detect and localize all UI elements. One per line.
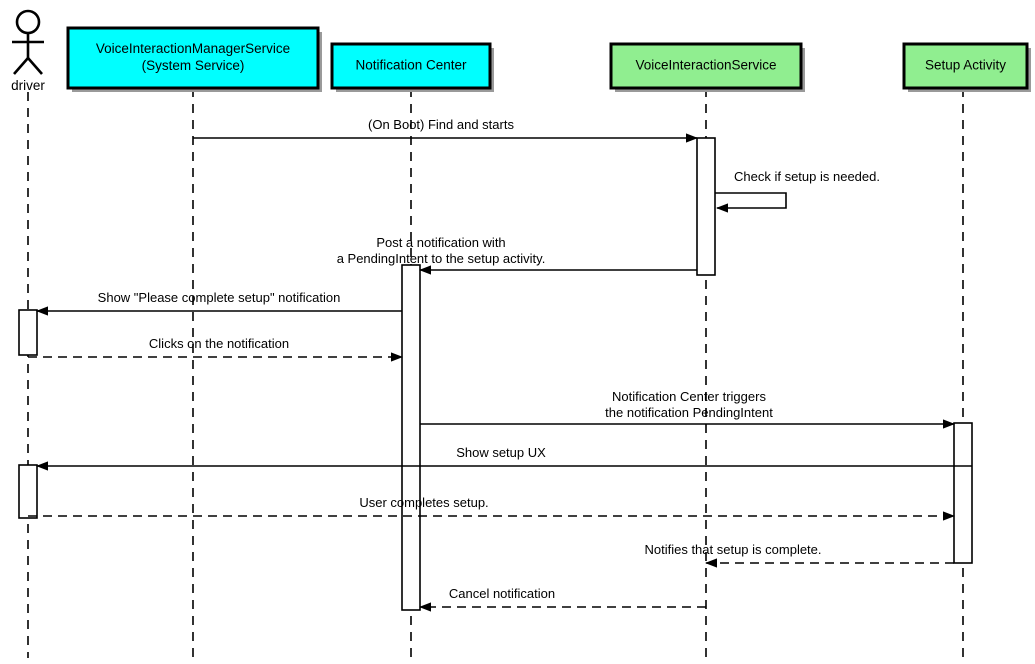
message-label-1: (On Boot) Find and starts	[368, 117, 514, 132]
activation-bar-driver	[18, 464, 38, 519]
participant-box-fill	[330, 42, 492, 90]
message-label-7: Show setup UX	[456, 445, 546, 460]
participant-label-notif: Notification Center	[355, 58, 467, 73]
actor-leg-right-icon	[27, 57, 43, 75]
message-5[interactable]: Clicks on the notification	[28, 336, 403, 362]
message-4[interactable]: Show "Please complete setup" notificatio…	[36, 290, 402, 316]
participant-label-driver: driver	[11, 78, 45, 93]
participant-box-vis[interactable]: VoiceInteractionService	[609, 42, 805, 92]
participant-box-setup[interactable]: Setup Activity	[902, 42, 1031, 92]
participant-box-notif[interactable]: Notification Center	[330, 42, 494, 92]
activation-bar-setup	[953, 422, 973, 564]
lifelines-layer	[27, 88, 964, 658]
participant-box-fill	[66, 26, 320, 90]
activation-bar-vis	[696, 137, 716, 276]
message-7[interactable]: Show setup UX	[36, 445, 972, 471]
message-1[interactable]: (On Boot) Find and starts	[193, 117, 698, 143]
message-label-2: Check if setup is needed.	[734, 169, 880, 184]
participant-label-vims-line-0: VoiceInteractionManagerService	[96, 41, 290, 56]
participant-box-fill	[609, 42, 803, 90]
participant-actor-driver[interactable]: driver	[11, 9, 45, 93]
message-label-3-line-1: a PendingIntent to the setup activity.	[337, 251, 546, 266]
activation-bar-driver	[18, 309, 38, 356]
actor-leg-left-icon	[13, 57, 29, 75]
message-label-6-line-0: Notification Center triggers	[612, 389, 766, 404]
participant-heads-layer: driver VoiceInteractionManagerService (Sys…	[11, 9, 1031, 93]
message-label-10: Cancel notification	[449, 586, 555, 601]
participant-box-vims[interactable]: VoiceInteractionManagerService (System Se…	[66, 26, 322, 92]
participant-label-vis: VoiceInteractionService	[635, 58, 776, 73]
message-9[interactable]: Notifies that setup is complete.	[644, 542, 954, 568]
actor-head-icon	[15, 9, 41, 35]
message-label-6-line-1: the notification PendingIntent	[605, 405, 773, 420]
message-10[interactable]: Cancel notification	[419, 586, 706, 612]
message-label-4: Show "Please complete setup" notificatio…	[98, 290, 341, 305]
participant-label-vims-line-1: (System Service)	[142, 58, 245, 73]
message-2[interactable]: Check if setup is needed.	[715, 169, 880, 213]
message-arrow-self	[715, 192, 787, 213]
activation-bar-notif	[401, 264, 421, 611]
message-label-9: Notifies that setup is complete.	[644, 542, 821, 557]
message-8[interactable]: User completes setup.	[28, 495, 955, 521]
participant-box-fill	[902, 42, 1029, 90]
message-label-3-line-0: Post a notification with	[376, 235, 505, 250]
message-label-5: Clicks on the notification	[149, 336, 289, 351]
participant-label-setup: Setup Activity	[925, 58, 1006, 73]
activations-layer	[18, 137, 973, 611]
message-label-8: User completes setup.	[359, 495, 488, 510]
